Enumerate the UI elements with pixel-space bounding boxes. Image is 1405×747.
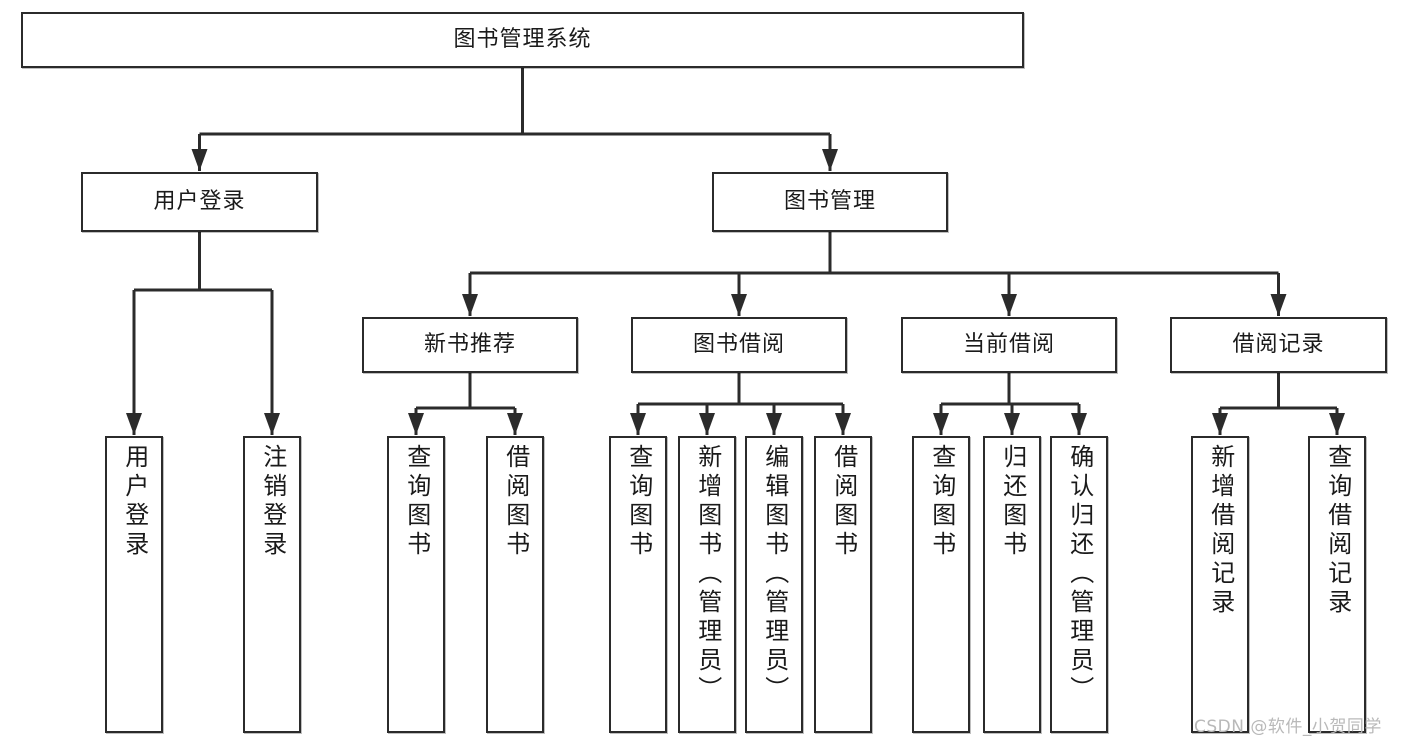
arrowhead-leaf-user-login [126,413,142,435]
arrowhead-leaf-bk-add [699,413,715,435]
node-root[interactable]: 图书管理系统 [21,12,1024,68]
arrowhead-leaf-cur-query [933,413,949,435]
arrowhead-borrow [731,294,747,316]
node-label: 新书推荐 [423,331,516,357]
node-label: 查询图书 [402,444,431,560]
arrowhead-leaf-rec-add [1212,413,1228,435]
arrowhead-leaf-rec-query [1329,413,1345,435]
node-label: 借阅图书 [501,444,530,560]
arrowhead-newbook [462,294,478,316]
node-label: 图书借阅 [692,331,785,357]
node-leaf-bk-add[interactable]: 新增图书（管理员） [678,436,736,733]
node-records[interactable]: 借阅记录 [1170,317,1387,373]
arrowhead-login [191,149,208,171]
node-label: 图书管理系统 [453,26,592,52]
node-leaf-nb-borrow[interactable]: 借阅图书 [486,436,544,733]
node-current[interactable]: 当前借阅 [901,317,1117,373]
node-borrow[interactable]: 图书借阅 [631,317,847,373]
arrowhead-leaf-bk-borrow [835,413,851,435]
node-label: 新增图书（管理员） [693,444,722,705]
node-label: 编辑图书（管理员） [760,444,789,705]
node-leaf-rec-add[interactable]: 新增借阅记录 [1191,436,1249,733]
node-label: 当前借阅 [962,331,1055,357]
arrowhead-bookmgmt [822,149,838,171]
node-leaf-bk-query[interactable]: 查询图书 [609,436,667,733]
arrowhead-leaf-bk-edit [766,413,782,435]
node-label: 图书管理 [783,188,876,214]
node-newbook[interactable]: 新书推荐 [362,317,578,373]
arrowhead-current [1001,294,1017,316]
arrowhead-leaf-nb-borrow [507,413,523,435]
arrowhead-leaf-cur-return [1004,413,1020,435]
node-label: 归还图书 [998,444,1027,560]
node-leaf-user-logout[interactable]: 注销登录 [243,436,301,733]
node-label: 注销登录 [258,444,287,560]
node-leaf-cur-return[interactable]: 归还图书 [983,436,1041,733]
arrowhead-leaf-user-logout [264,413,280,435]
arrowhead-records [1270,294,1287,316]
node-label: 确认归还（管理员） [1065,444,1094,705]
node-bookmgmt[interactable]: 图书管理 [712,172,948,232]
arrowhead-leaf-bk-query [630,413,646,435]
arrowhead-leaf-nb-query [408,413,424,435]
node-leaf-cur-query[interactable]: 查询图书 [912,436,970,733]
node-label: 用户登录 [120,444,149,560]
node-leaf-bk-edit[interactable]: 编辑图书（管理员） [745,436,803,733]
node-label: 查询图书 [927,444,956,560]
node-label: 借阅图书 [829,444,858,560]
node-leaf-nb-query[interactable]: 查询图书 [387,436,445,733]
node-label: 借阅记录 [1232,331,1325,357]
node-label: 用户登录 [153,188,246,214]
node-leaf-bk-borrow[interactable]: 借阅图书 [814,436,872,733]
node-label: 查询图书 [624,444,653,560]
node-label: 查询借阅记录 [1323,444,1352,618]
node-leaf-rec-query[interactable]: 查询借阅记录 [1308,436,1366,733]
node-label: 新增借阅记录 [1206,444,1235,618]
arrowhead-leaf-cur-confirm [1071,413,1087,435]
node-leaf-cur-confirm[interactable]: 确认归还（管理员） [1050,436,1108,733]
node-leaf-user-login[interactable]: 用户登录 [105,436,163,733]
node-login[interactable]: 用户登录 [81,172,318,232]
